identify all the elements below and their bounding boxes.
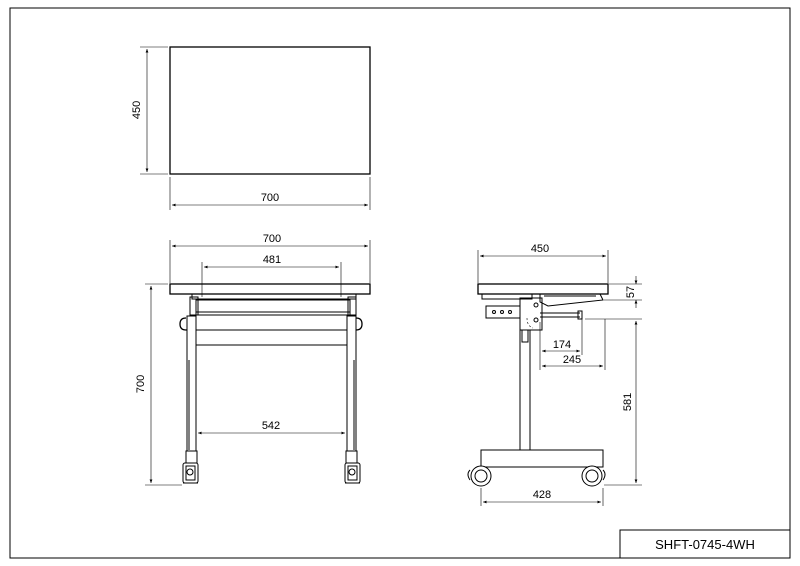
front-caster-right xyxy=(344,462,361,484)
dim-top-depth: 450 xyxy=(131,101,143,119)
front-view: 700 481 xyxy=(135,233,371,486)
side-base xyxy=(480,449,604,468)
front-leg-right xyxy=(346,315,357,452)
side-tabletop xyxy=(477,283,609,295)
dim-front-height: 700 xyxy=(135,375,147,393)
title-block: SHFT-0745-4WH xyxy=(619,529,791,559)
front-caster-left xyxy=(182,462,199,484)
front-tabletop xyxy=(169,283,371,295)
model-number: SHFT-0745-4WH xyxy=(655,537,755,552)
dim-top-width: 700 xyxy=(261,192,279,204)
dim-leg-span: 542 xyxy=(262,420,280,432)
side-view: 450 57 xyxy=(467,243,642,506)
dim-side-depth: 450 xyxy=(531,243,549,255)
sheet-border xyxy=(9,7,791,559)
dim-front-inner: 481 xyxy=(263,254,281,266)
dim-column-height: 581 xyxy=(622,393,634,411)
dim-tilt-offset: 57 xyxy=(625,286,637,298)
dim-bracket-long: 245 xyxy=(563,354,581,366)
side-column xyxy=(519,329,531,451)
side-caster-front xyxy=(470,465,492,487)
dim-base-depth: 428 xyxy=(533,489,551,501)
front-leg-left xyxy=(186,315,197,452)
top-view: 450 700 xyxy=(131,46,371,210)
side-caster-rear xyxy=(581,465,603,487)
dim-front-width: 700 xyxy=(263,233,281,245)
tabletop-outline xyxy=(169,46,371,175)
dim-bracket-short: 174 xyxy=(553,339,571,351)
